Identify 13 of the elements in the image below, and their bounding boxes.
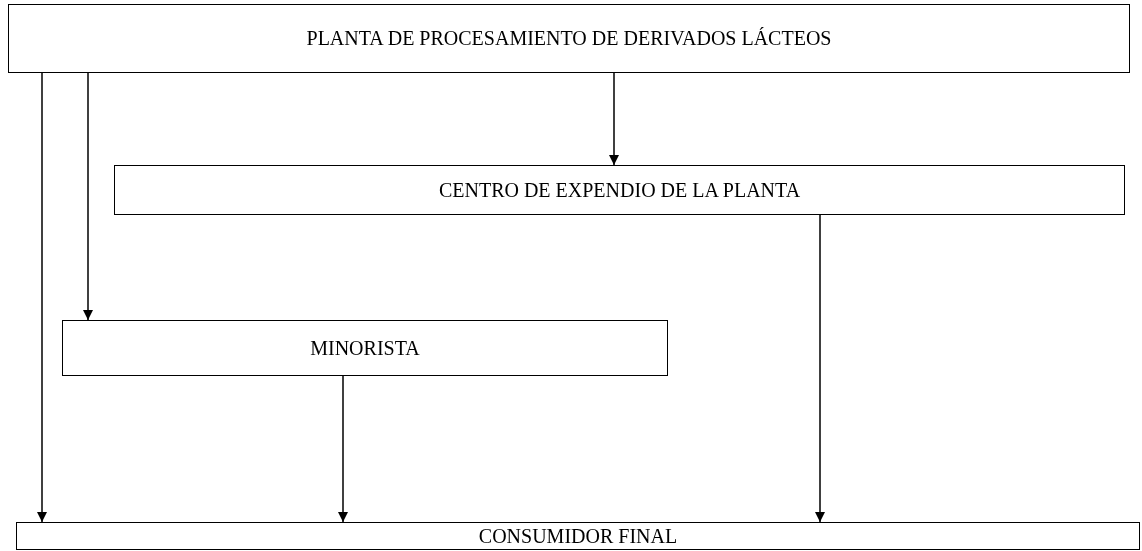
arrow: [37, 72, 47, 523]
arrow: [815, 214, 825, 523]
box-label: CONSUMIDOR FINAL: [478, 523, 678, 549]
box-label: PLANTA DE PROCESAMIENTO DE DERIVADOS LÁCTEOS: [306, 26, 832, 51]
process-box: [16, 522, 1140, 550]
box-label: CENTRO DE EXPENDIO DE LA PLANTA: [438, 177, 801, 203]
process-box: [62, 320, 668, 376]
box-label: MINORISTA: [310, 335, 420, 361]
arrow: [609, 72, 619, 166]
arrow: [83, 72, 93, 321]
process-box: [114, 165, 1125, 215]
arrow: [338, 375, 348, 523]
process-box: [8, 4, 1130, 73]
